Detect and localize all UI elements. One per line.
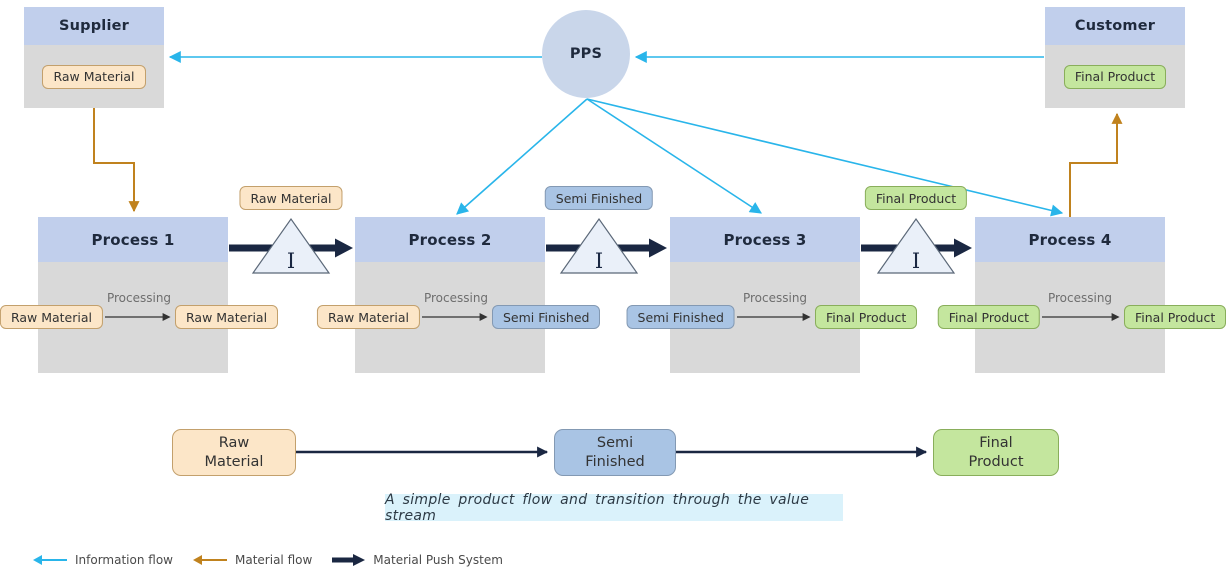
supplier-header: Supplier — [24, 7, 164, 45]
process-3-action-label: Processing — [742, 291, 808, 305]
supplier-box: Supplier Raw Material — [24, 7, 164, 108]
supplier-raw-material-badge: Raw Material — [42, 64, 146, 89]
material-flow-process-4-to-customer — [1069, 112, 1123, 217]
process-2-title: Process 2 — [408, 230, 492, 249]
customer-final-product-badge: Final Product — [1063, 64, 1167, 89]
process-3-input-badge: Semi Finished — [626, 305, 735, 329]
legend-item-material-flow: Material flow — [193, 553, 312, 567]
process-4-title: Process 4 — [1028, 230, 1112, 249]
inventory-3-triangle — [876, 217, 956, 274]
inventory-2-symbol: I — [595, 249, 603, 273]
info-flow-pps-to-process-4 — [586, 98, 1064, 217]
process-3-title: Process 3 — [723, 230, 807, 249]
inventory-2-label-badge: Semi Finished — [544, 186, 654, 210]
push-arrow-2 — [546, 238, 667, 258]
supplier-title: Supplier — [58, 18, 130, 34]
process-4-input-badge: Final Product — [937, 305, 1040, 329]
process-1-header: Process 1 — [38, 217, 228, 262]
push-arrow-3 — [861, 238, 972, 258]
customer-header: Customer — [1045, 7, 1185, 45]
legend-label: Information flow — [75, 553, 173, 567]
process-3-output-badge: Final Product — [815, 305, 918, 329]
material-flow-supplier-to-process-1 — [93, 108, 140, 213]
process-1-input-badge: Raw Material — [0, 305, 103, 329]
process-2-action-label: Processing — [423, 291, 489, 305]
information-flow-arrow-icon — [33, 555, 67, 565]
process-1-output-badge: Raw Material — [175, 305, 279, 329]
push-arrow-1 — [229, 238, 353, 258]
pps-node: PPS — [542, 10, 630, 98]
process-3-header: Process 3 — [670, 217, 860, 262]
flow-box-semi-finished: Semi Finished — [554, 429, 676, 476]
process-4-header: Process 4 — [975, 217, 1165, 262]
process-2-output-badge: Semi Finished — [492, 305, 601, 329]
inventory-1-label-badge: Raw Material — [239, 186, 343, 210]
pps-label: PPS — [569, 46, 603, 62]
customer-box: Customer Final Product — [1045, 7, 1185, 108]
inventory-2-triangle — [559, 217, 639, 274]
legend-item-material-push-system: Material Push System — [332, 553, 503, 567]
process-2-header: Process 2 — [355, 217, 545, 262]
process-1-action-label: Processing — [106, 291, 172, 305]
legend-item-information-flow: Information flow — [33, 553, 173, 567]
flow-box-raw-material: Raw Material — [172, 429, 296, 476]
material-flow-arrow-icon — [193, 555, 227, 565]
customer-title: Customer — [1074, 18, 1156, 34]
legend: Information flow Material flow Material … — [33, 553, 503, 567]
flow-box-final-product: Final Product — [933, 429, 1059, 476]
diagram-caption: A simple product flow and transition thr… — [385, 492, 843, 524]
material-push-arrow-icon — [332, 554, 366, 566]
inventory-1-symbol: I — [287, 249, 295, 273]
process-4-action-label: Processing — [1047, 291, 1113, 305]
inventory-1-triangle — [251, 217, 331, 274]
process-4-output-badge: Final Product — [1124, 305, 1226, 329]
process-2-input-badge: Raw Material — [316, 305, 420, 329]
customer-body: Final Product — [1045, 45, 1185, 108]
process-1-title: Process 1 — [91, 230, 175, 249]
inventory-3-label-badge: Final Product — [864, 186, 968, 210]
supplier-body: Raw Material — [24, 45, 164, 108]
inventory-3-symbol: I — [912, 249, 920, 273]
legend-label: Material Push System — [373, 553, 503, 567]
legend-label: Material flow — [235, 553, 313, 567]
